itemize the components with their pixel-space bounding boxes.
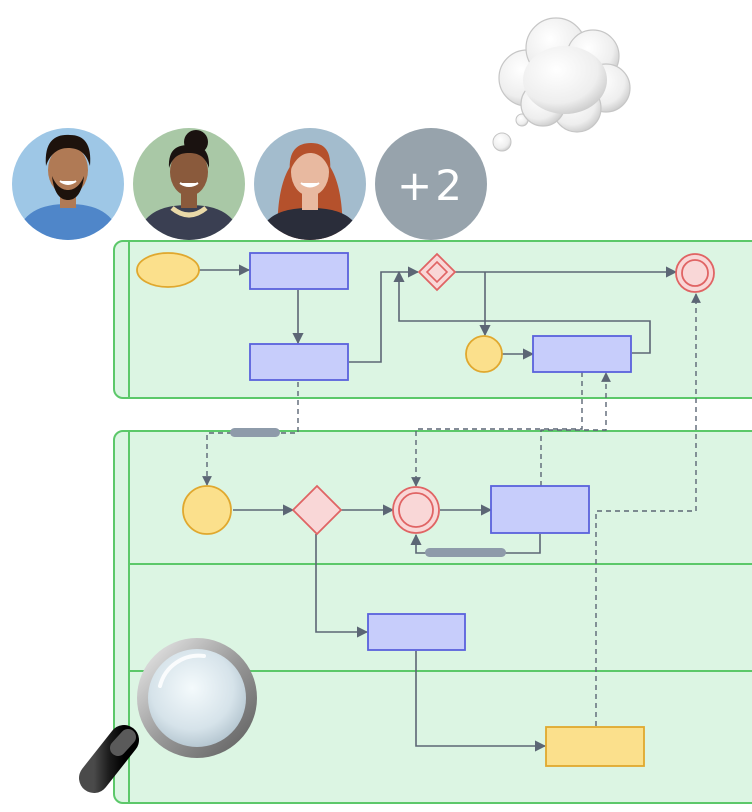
avatar-1-hair [45, 134, 91, 166]
task-box-4[interactable] [490, 485, 590, 534]
task-box-5[interactable] [367, 613, 466, 651]
task-box-6[interactable] [545, 726, 645, 767]
task-box-1[interactable] [249, 252, 349, 290]
avatar-3-hair-front [289, 143, 331, 172]
data-store-bar-2 [425, 548, 506, 557]
exclusive-gateway-2[interactable] [291, 484, 343, 536]
task-box-2[interactable] [249, 343, 349, 381]
avatar-2-face [170, 148, 208, 196]
magnifying-glass-icon [79, 638, 257, 793]
avatar-1-shirt [14, 204, 122, 240]
more-collaborators-count: +2 [397, 161, 465, 210]
avatar-3[interactable] [252, 126, 372, 246]
end-event-1[interactable] [675, 253, 715, 293]
exclusive-gateway-1[interactable] [417, 252, 457, 292]
avatar-1-face [48, 145, 88, 195]
avatar-2[interactable] [131, 126, 251, 246]
msg-task4-to-task3 [540, 372, 611, 486]
task-box-3[interactable] [532, 335, 632, 373]
intermediate-event-1[interactable] [465, 335, 503, 373]
thought-bubble-icon [492, 17, 631, 152]
data-store-bar-1 [230, 428, 280, 437]
msg-task6-to-end1 [595, 293, 701, 726]
flow-task5-to-task6 [415, 651, 547, 752]
start-event-2[interactable] [182, 485, 232, 535]
avatar-3-face [291, 148, 329, 196]
sequence-flows [199, 264, 678, 752]
msg-task3-to-event3 [411, 372, 583, 487]
intermediate-event-2[interactable] [392, 486, 440, 534]
start-event[interactable] [136, 252, 200, 288]
flow-task3-loop [393, 270, 651, 354]
avatar-3-shirt [256, 208, 364, 240]
avatar-2-hair [168, 145, 210, 168]
more-collaborators-badge[interactable]: +2 [375, 128, 487, 240]
avatar-2-shirt [135, 205, 243, 240]
flow-gateway2-to-task5 [315, 534, 369, 638]
avatar-1[interactable] [10, 126, 130, 246]
message-flows [202, 293, 701, 726]
